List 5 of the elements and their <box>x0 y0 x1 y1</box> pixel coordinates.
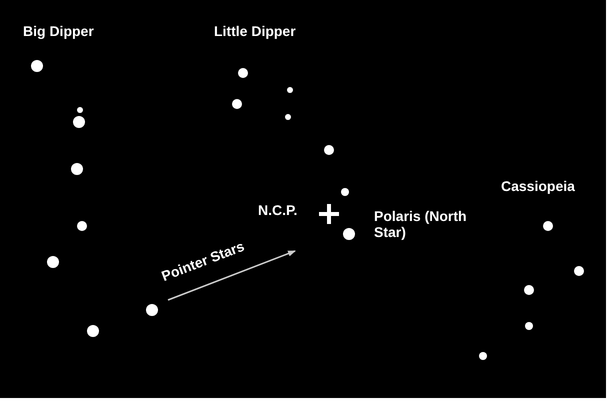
constellation-label: Big Dipper <box>23 23 94 39</box>
star-label: Polaris (North Star) <box>374 208 468 240</box>
constellation-label: Little Dipper <box>214 23 296 39</box>
constellation-label: Cassiopeia <box>501 178 575 194</box>
pole-label: N.C.P. <box>258 202 298 218</box>
